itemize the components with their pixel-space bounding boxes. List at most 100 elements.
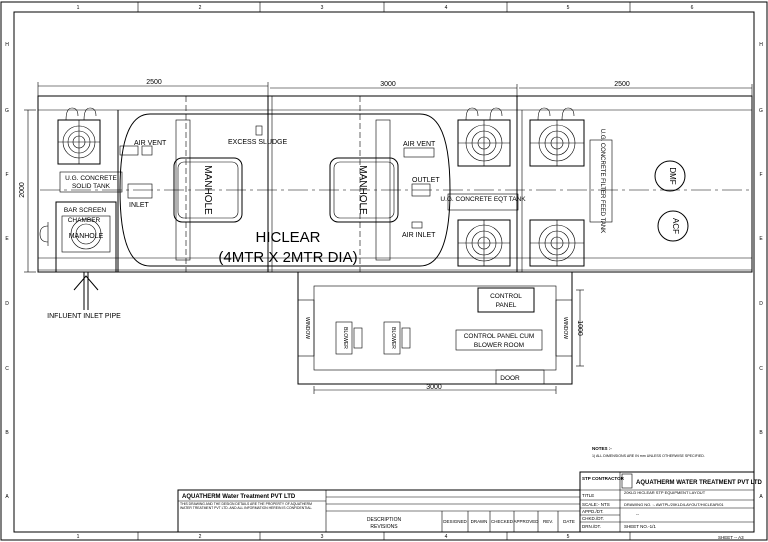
dash-value: --	[636, 512, 639, 517]
title-label: TITLE	[582, 493, 594, 498]
notes-title: NOTES :-	[592, 446, 612, 451]
manhole-label-2: MANHOLE	[357, 165, 368, 215]
drawing-no: DRAWING NO. :- AWTPL/20KLD/LAYOUT/HICLEA…	[624, 502, 724, 507]
col-label: 1	[77, 534, 80, 540]
row-label: C	[759, 366, 763, 372]
blower-label-2: BLOWER	[390, 327, 396, 349]
col-label: 6	[691, 5, 694, 11]
filter-feed-equipment	[529, 107, 689, 267]
outlet-label: OUTLET	[412, 177, 440, 184]
manhole-label-1: MANHOLE	[202, 165, 213, 215]
dim-left: 2500	[146, 79, 162, 86]
solid-tank-label-2: SOLID TANK	[72, 183, 111, 190]
checked-label: CHECKED	[491, 519, 514, 524]
description-label: DESCRIPTION	[367, 517, 402, 523]
disclaimer-box: THIS DRAWING AND THE DESIGN DETAILS ARE …	[180, 502, 313, 511]
dim-height: 2000	[19, 182, 26, 198]
cp-cum-label-2: BLOWER ROOM	[474, 342, 524, 349]
air-inlet-label: AIR INLET	[402, 232, 436, 239]
company-right: AQUATHERM WATER TREATMENT PVT LTD	[636, 480, 763, 486]
solid-tank	[57, 107, 123, 193]
manhole-small-label: MANHOLE	[69, 233, 104, 240]
stp-contractor-label: STP CONTRACTOR	[582, 476, 625, 481]
room-dimensions	[313, 289, 584, 394]
filter-tank-label: U.G. CONCRETE FILTER FEED TANK	[599, 129, 605, 233]
hiclear-size: (4MTR X 2MTR DIA)	[218, 249, 357, 266]
drawn-label: DRAWN	[471, 519, 488, 524]
row-label: H	[759, 42, 763, 48]
chkd-label: CHKD./DT.	[582, 516, 604, 521]
window-right-label: WINDOW	[562, 317, 568, 339]
fittings	[119, 125, 435, 229]
title-block-right	[579, 471, 755, 533]
bar-screen-label: BAR SCREEN	[64, 207, 107, 214]
dim-mid: 3000	[380, 81, 396, 88]
row-label: B	[759, 430, 763, 436]
left-dimension: 2000	[19, 109, 36, 273]
influent-pipe	[73, 272, 99, 310]
revisions-label: REVISIONS	[370, 524, 398, 530]
dim-room-width: 3000	[426, 384, 442, 391]
window-left-label: WINDOW	[304, 317, 310, 339]
excess-sludge: EXCESS SLUDGE	[228, 139, 287, 146]
dmf-label: DMF	[668, 167, 677, 184]
control-panel-box	[477, 287, 535, 313]
col-label: 3	[321, 534, 324, 540]
row-label: A	[759, 494, 763, 500]
title-value: 20KLD HICLEAR STP EQUIPMENT LAYOUT	[624, 490, 706, 495]
col-label: 5	[567, 5, 570, 11]
dim-room-height: 1000	[576, 320, 583, 336]
row-label: B	[5, 430, 9, 436]
hiclear-title: HICLEAR	[255, 229, 320, 246]
col-label: 2	[199, 5, 202, 11]
designed-label: DESIGNED	[443, 519, 467, 524]
drn-label: DRN./DT.	[582, 524, 601, 529]
control-panel-label-2: PANEL	[496, 302, 517, 309]
title-block-left	[177, 489, 581, 533]
col-label: 4	[445, 534, 448, 540]
scale-label: SCALE:- NTS	[582, 502, 610, 507]
rev-label: REV.	[543, 519, 553, 524]
chamber-label: CHAMBER	[68, 217, 101, 224]
row-label: G	[5, 108, 9, 114]
row-label: H	[5, 42, 9, 48]
disclaimer-text: THIS DRAWING AND THE DESIGN DETAILS ARE …	[180, 502, 313, 511]
air-vent-right: AIR VENT	[403, 141, 436, 148]
blower-label-1: BLOWER	[342, 327, 348, 349]
col-label: 1	[77, 5, 80, 11]
notes-line-1: 1) ALL DIMENSIONS ARE IN mm UNLESS OTHER…	[592, 454, 705, 458]
air-vent-left: AIR VENT	[134, 140, 167, 147]
row-label: G	[759, 108, 763, 114]
col-label: 2	[199, 534, 202, 540]
column-markers: 1 2 3 4 5 6 1 2 3 4 5	[77, 2, 694, 540]
eqt-tank-label: U.G. CONCRETE EQT TANK	[440, 196, 526, 203]
appd-label: APPD./DT.	[582, 509, 604, 514]
sheet-no: SHEET NO.-1/1	[624, 524, 656, 529]
inlet-label: INLET	[129, 202, 150, 209]
eqt-tank-equipment	[447, 107, 519, 267]
door-label: DOOR	[500, 375, 520, 382]
cp-cum-label-1: CONTROL PANEL CUM	[464, 333, 535, 340]
row-markers: H G F E D C B A H G F E D C B A	[5, 42, 763, 500]
top-dimensions: 2500 3000 2500	[37, 79, 753, 96]
row-label: D	[5, 301, 9, 307]
sheet-size: SHEET -- A3	[718, 535, 744, 540]
col-label: 5	[567, 534, 570, 540]
row-label: D	[759, 301, 763, 307]
blower-room	[297, 271, 573, 385]
plant-outline	[37, 95, 753, 273]
col-label: 3	[321, 5, 324, 11]
dim-right: 2500	[614, 81, 630, 88]
influent-label: INFLUENT INLET PIPE	[47, 313, 121, 320]
control-panel-label-1: CONTROL	[490, 293, 522, 300]
company-left: AQUATHERM Water Treatment PVT LTD	[182, 494, 296, 500]
row-label: C	[5, 366, 9, 372]
acf-label: ACF	[671, 218, 680, 234]
row-label: A	[5, 494, 9, 500]
row-label: F	[759, 172, 762, 178]
date-label: DATE	[563, 519, 575, 524]
row-label: E	[759, 236, 763, 242]
col-label: 4	[445, 5, 448, 11]
row-label: E	[5, 236, 9, 242]
